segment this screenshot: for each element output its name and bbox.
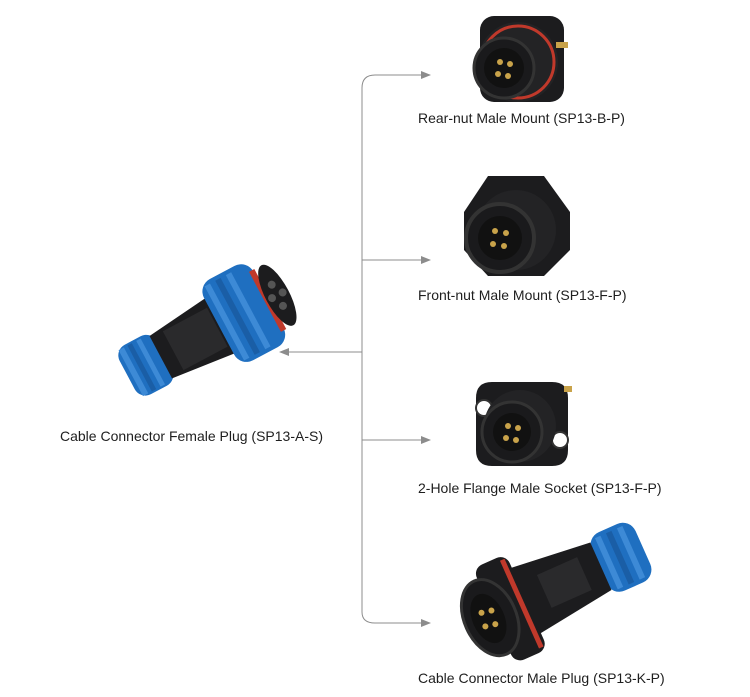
female-plug-icon xyxy=(108,246,308,416)
arrow-to-rear-nut-mount xyxy=(361,71,431,89)
front-nut-mount-icon xyxy=(458,172,576,280)
rear-nut-mount-label: Rear-nut Male Mount (SP13-B-P) xyxy=(418,110,625,126)
front-nut-mount-label: Front-nut Male Mount (SP13-F-P) xyxy=(418,287,627,303)
flange-socket-icon xyxy=(462,378,574,470)
arrow-to-male-plug xyxy=(361,611,431,627)
female-plug-label: Cable Connector Female Plug (SP13-A-S) xyxy=(60,428,324,444)
rear-nut-mount-icon xyxy=(460,12,576,108)
flange-socket-label: 2-Hole Flange Male Socket (SP13-F-P) xyxy=(418,480,662,496)
male-plug-icon xyxy=(455,515,660,667)
male-plug-label: Cable Connector Male Plug (SP13-K-P) xyxy=(418,670,665,686)
